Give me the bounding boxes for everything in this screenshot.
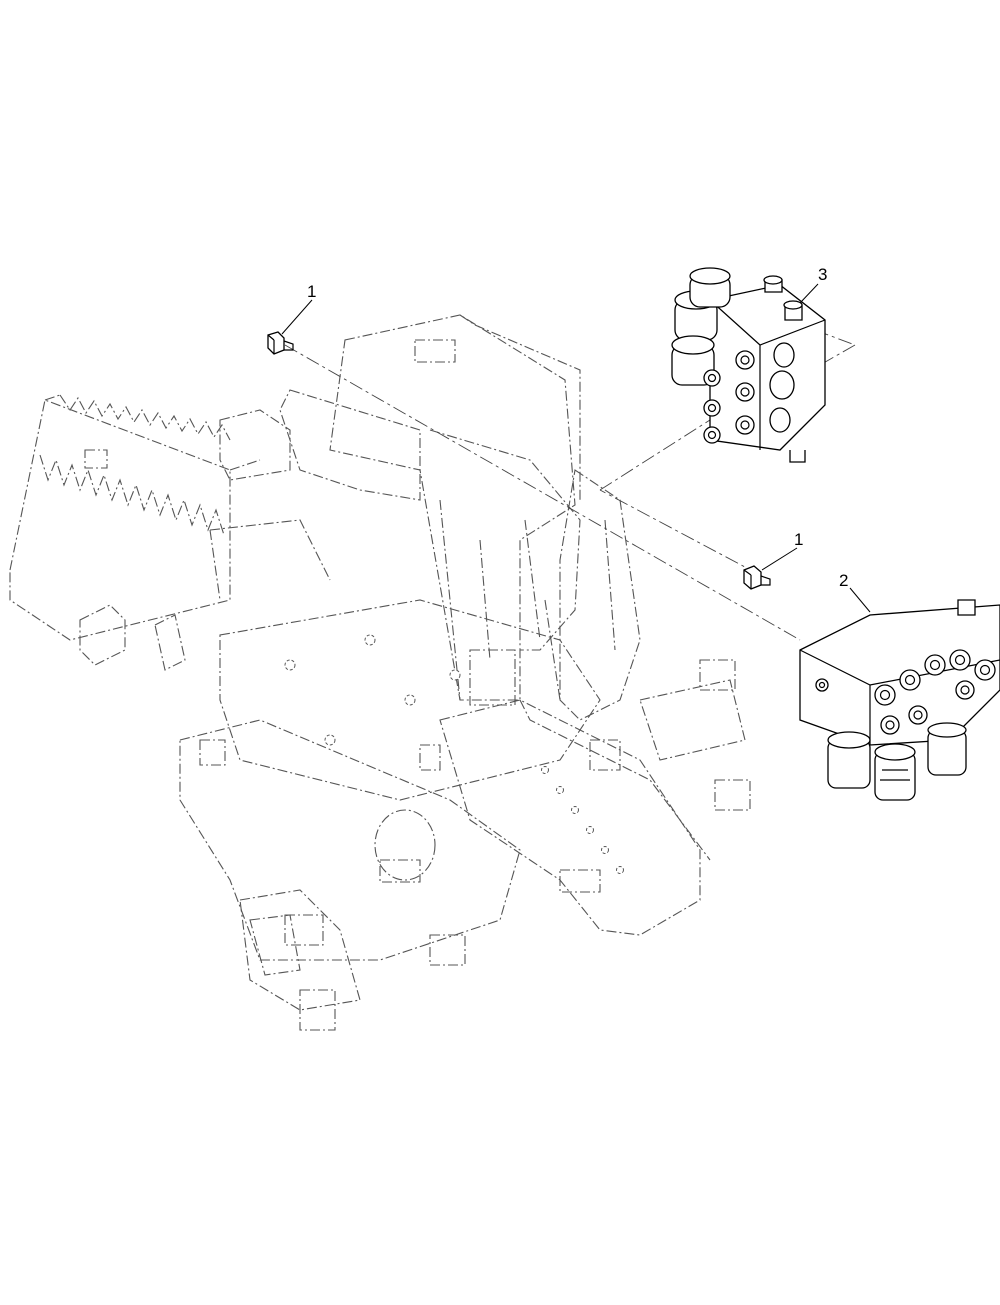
main-frame-ghost (9, 314, 751, 1031)
callout-1-lower: 1 (794, 530, 803, 549)
solenoid-coils (671, 267, 731, 386)
valve-block-part-2 (799, 599, 1000, 801)
valve-block-part-3 (671, 267, 826, 463)
bolt-part-1-upper (267, 331, 294, 355)
solenoid-coils-lower (827, 722, 967, 801)
bolt-part-1-lower (743, 565, 771, 590)
leader-lines (281, 283, 871, 613)
callout-1-upper: 1 (307, 282, 316, 301)
callout-3: 3 (818, 265, 827, 284)
callout-2: 2 (839, 571, 848, 590)
